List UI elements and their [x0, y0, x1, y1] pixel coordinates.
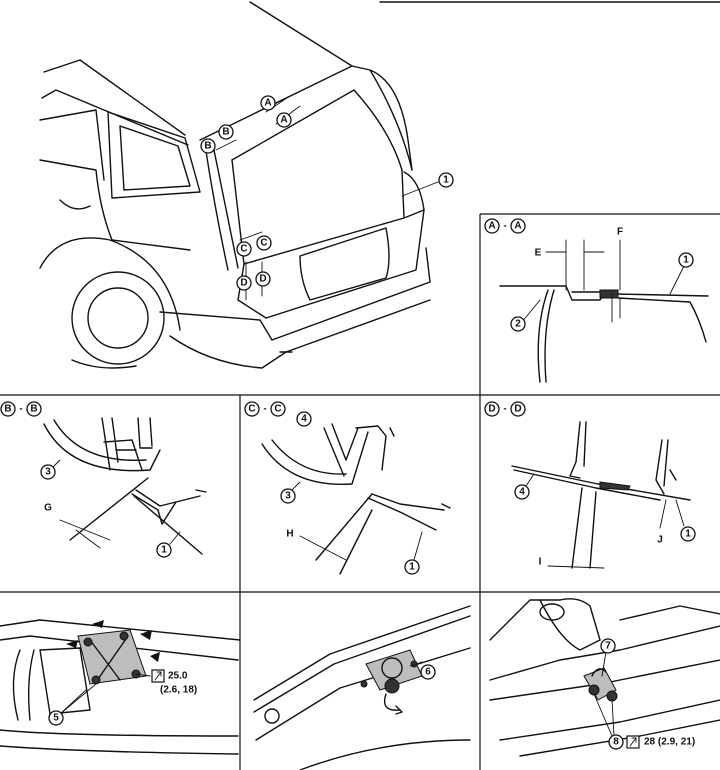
svg-text:C: C — [248, 404, 255, 415]
svg-text:A: A — [514, 221, 521, 232]
svg-text:25.0: 25.0 — [168, 671, 188, 682]
callout-part-8: 8 — [608, 734, 624, 750]
svg-text:4: 4 — [519, 487, 525, 498]
section-b-b: B - B G 3 1 — [0, 401, 207, 558]
section-ref-a-lower: A — [276, 112, 292, 128]
svg-text:7: 7 — [605, 641, 611, 652]
dimension-h: H — [286, 529, 293, 540]
svg-text:3: 3 — [45, 467, 51, 478]
striker-view: 7 8 28 (2.9, 21) — [489, 598, 720, 757]
section-c-c: C - C H 4 3 1 — [244, 401, 451, 575]
dimension-e: E — [535, 248, 542, 259]
svg-text:B: B — [204, 141, 211, 152]
callout-part-1-cc: 1 — [404, 559, 420, 575]
torque-wrench-icon — [151, 669, 165, 683]
callout-part-5: 5 — [48, 710, 64, 726]
svg-text:B: B — [30, 404, 37, 415]
svg-text:A: A — [264, 98, 271, 109]
svg-text:D: D — [514, 404, 521, 415]
torque-spec-striker: 28 (2.9, 21) — [626, 735, 695, 749]
svg-text:C: C — [260, 238, 267, 249]
section-ref-c-left: C — [236, 241, 252, 257]
svg-text:-: - — [263, 404, 266, 415]
dimension-f: F — [617, 227, 623, 238]
svg-text:C: C — [274, 404, 281, 415]
callout-part-7: 7 — [600, 638, 616, 654]
dimension-i: I — [539, 557, 542, 568]
callout-part-1: 1 — [438, 172, 454, 188]
hinge-bracket-view: 5 25.0 (2.6, 18) — [0, 619, 241, 755]
svg-text:6: 6 — [425, 667, 431, 678]
torque-wrench-icon — [626, 735, 640, 749]
section-b-b-title: B - B — [0, 401, 42, 417]
svg-text:C: C — [240, 244, 247, 255]
svg-text:(2.6, 18): (2.6, 18) — [160, 685, 197, 696]
svg-text:4: 4 — [301, 414, 307, 425]
svg-text:1: 1 — [161, 545, 167, 556]
svg-text:D: D — [488, 404, 495, 415]
stud-ball-view: 6 — [253, 605, 471, 770]
svg-text:2: 2 — [515, 319, 521, 330]
section-d-d-title: D - D — [484, 401, 526, 417]
svg-text:1: 1 — [683, 255, 689, 266]
svg-text:1: 1 — [443, 175, 449, 186]
callout-part-4-cc: 4 — [296, 411, 312, 427]
callout-part-1-bb: 1 — [156, 542, 172, 558]
svg-text:5: 5 — [53, 713, 59, 724]
callout-part-3-cc: 3 — [280, 488, 296, 504]
callout-part-1-aa: 1 — [678, 252, 694, 268]
section-ref-a-upper: A — [260, 95, 276, 111]
section-ref-b-right: B — [218, 124, 234, 140]
svg-text:3: 3 — [285, 491, 291, 502]
section-c-c-title: C - C — [244, 401, 286, 417]
svg-text:A: A — [280, 115, 287, 126]
svg-text:A: A — [488, 221, 495, 232]
svg-text:8: 8 — [613, 737, 619, 748]
callout-part-1-dd: 1 — [680, 526, 696, 542]
svg-text:-: - — [19, 404, 22, 415]
section-a-a: A - A E F 1 2 — [484, 218, 709, 383]
callout-part-2-aa: 2 — [510, 316, 526, 332]
dimension-j: J — [657, 535, 663, 546]
svg-text:B: B — [222, 127, 229, 138]
section-ref-b-left: B — [200, 138, 216, 154]
section-ref-d-right: D — [255, 271, 271, 287]
section-a-a-title: A - A — [484, 218, 526, 234]
section-ref-d-left: D — [236, 275, 252, 291]
svg-text:1: 1 — [685, 529, 691, 540]
callout-part-6: 6 — [420, 664, 436, 680]
svg-text:-: - — [503, 404, 506, 415]
section-ref-c-right: C — [256, 235, 272, 251]
torque-spec-bracket: 25.0 (2.6, 18) — [151, 669, 197, 696]
svg-text:28 (2.9, 21): 28 (2.9, 21) — [644, 737, 695, 748]
callout-part-3-bb: 3 — [40, 464, 56, 480]
svg-text:B: B — [4, 404, 11, 415]
svg-text:-: - — [503, 221, 506, 232]
svg-text:D: D — [240, 278, 247, 289]
dimension-g: G — [44, 503, 52, 514]
section-d-d: D - D I J 4 1 — [484, 401, 696, 569]
panel-frames — [0, 213, 720, 770]
vehicle-rear-illustration — [39, 1, 720, 369]
svg-text:1: 1 — [409, 562, 415, 573]
svg-text:D: D — [259, 274, 266, 285]
callout-part-4-dd: 4 — [514, 484, 530, 500]
